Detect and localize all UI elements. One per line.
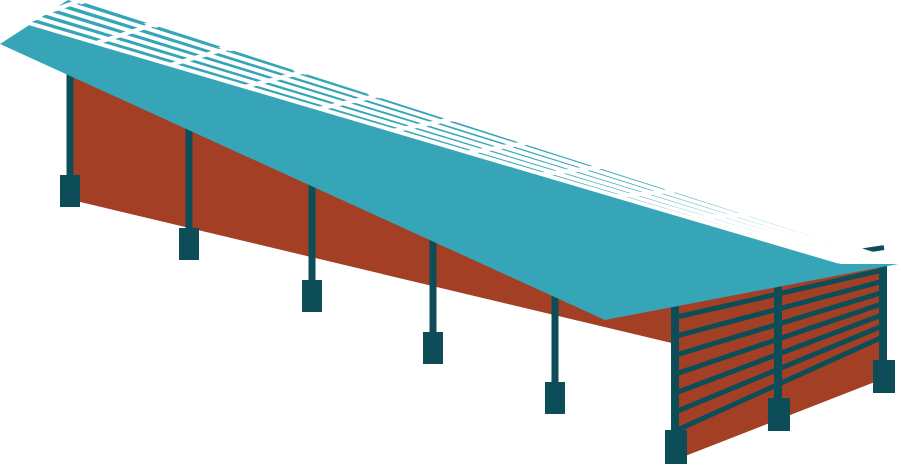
front-post-footing-3 [302,280,322,312]
panel-grid-line [21,0,83,23]
panel-grid-line [81,0,899,264]
solar-panel [252,85,324,107]
solar-panel [327,108,398,129]
gable-post-right [879,262,887,372]
solar-panel [41,15,113,37]
solar-panel [65,6,137,30]
solar-panel [139,30,211,53]
solar-panel [214,53,285,76]
solar-panel [190,60,262,82]
panel-grid-line [57,6,876,264]
front-post-2 [185,115,193,232]
front-post-footing-5 [545,382,565,414]
gable-footing-right [873,360,895,393]
solar-panel [264,82,336,104]
solar-panel [128,33,199,56]
gable-post-middle [774,262,782,407]
panel-grid-line [69,2,888,264]
solar-panel [300,73,372,96]
panel-grid-line [21,19,841,264]
panel-grid-line [170,45,231,67]
front-post-1 [66,60,74,179]
solar-panel [339,105,410,127]
front-post-4 [429,228,437,336]
solar-panel [362,100,434,122]
solar-panel [499,148,571,170]
solar-panel [77,2,149,26]
solar-panel [350,102,422,124]
panel-grid-line [467,140,528,155]
solar-panel [436,123,508,145]
solar-panel [276,79,348,102]
panel-grid-line [319,93,380,111]
panel-grid-line [393,117,454,133]
solar-panel [29,19,101,41]
gable-post-left [671,262,679,440]
solar-panel [511,147,582,168]
panel-grid-line [765,236,824,243]
panel-grid-line [616,188,676,199]
front-post-footing-1 [60,175,80,207]
gable-footing-middle [768,398,790,431]
panel-grid-line [45,10,864,264]
solar-panel [288,76,360,99]
solar-panel [53,10,125,33]
solar-panel [475,152,547,173]
solar-panel [374,97,446,120]
solar-panel [178,63,250,85]
gable-frame [665,262,895,464]
panel-grid-line [542,164,602,177]
solar-panel [413,128,485,149]
panel-grid-lines [21,0,899,264]
solar-panel [448,121,520,143]
solar-panel [523,145,594,167]
solar-panel [104,41,175,63]
panel-grid-line [244,69,306,89]
front-post-footing-4 [423,332,443,364]
panel-grid-line [95,21,157,45]
front-post-3 [308,172,316,284]
front-post-5 [551,288,559,386]
panel-grid-line [691,212,750,221]
solar-panel [226,50,297,73]
solar-panel [151,26,223,49]
solar-panel [116,37,187,60]
solar-panel [401,130,473,151]
front-post-footing-2 [179,228,199,260]
gable-footing-left [665,430,687,464]
solar-panel [202,56,274,79]
solar-panel [425,125,496,147]
panel-grid-line [33,14,853,264]
front-post-group [60,60,565,414]
solar-panel [487,150,559,171]
